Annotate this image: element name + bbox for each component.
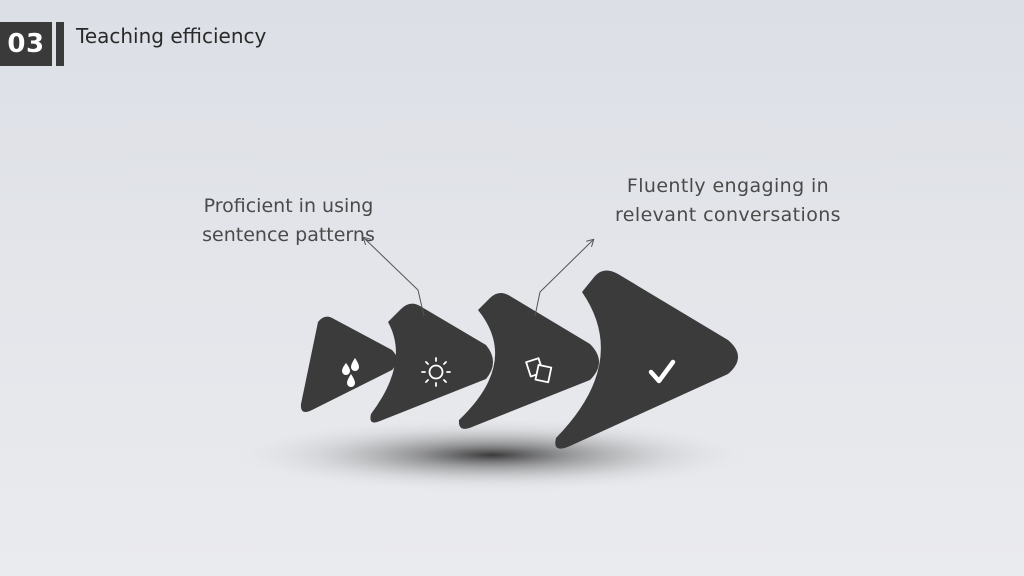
copy-pages-icon bbox=[525, 357, 553, 384]
arrow-step-1 bbox=[300, 316, 397, 412]
connector-line-right bbox=[534, 240, 593, 317]
page-title: Teaching efficiency bbox=[76, 24, 267, 48]
label-right-line1: Fluently engaging in bbox=[626, 175, 830, 197]
section-number-badge: 03 bbox=[0, 22, 52, 66]
arrow-step-4 bbox=[555, 270, 738, 449]
label-conversations: Fluently engaging in relevant conversati… bbox=[604, 172, 852, 230]
label-sentence-patterns: Proficient in using sentence patterns bbox=[186, 192, 391, 250]
label-right-line2: relevant conversations bbox=[615, 204, 841, 226]
section-divider-bar bbox=[56, 22, 64, 66]
sun-icon bbox=[421, 357, 451, 387]
connector-line-left bbox=[364, 238, 425, 317]
label-left-line1: Proficient in using bbox=[203, 195, 374, 217]
floor-shadow bbox=[237, 419, 747, 491]
label-left-line2: sentence patterns bbox=[202, 224, 375, 246]
checkmark-icon bbox=[648, 359, 676, 384]
water-drops-icon bbox=[342, 358, 359, 387]
arrow-step-2 bbox=[370, 303, 493, 423]
